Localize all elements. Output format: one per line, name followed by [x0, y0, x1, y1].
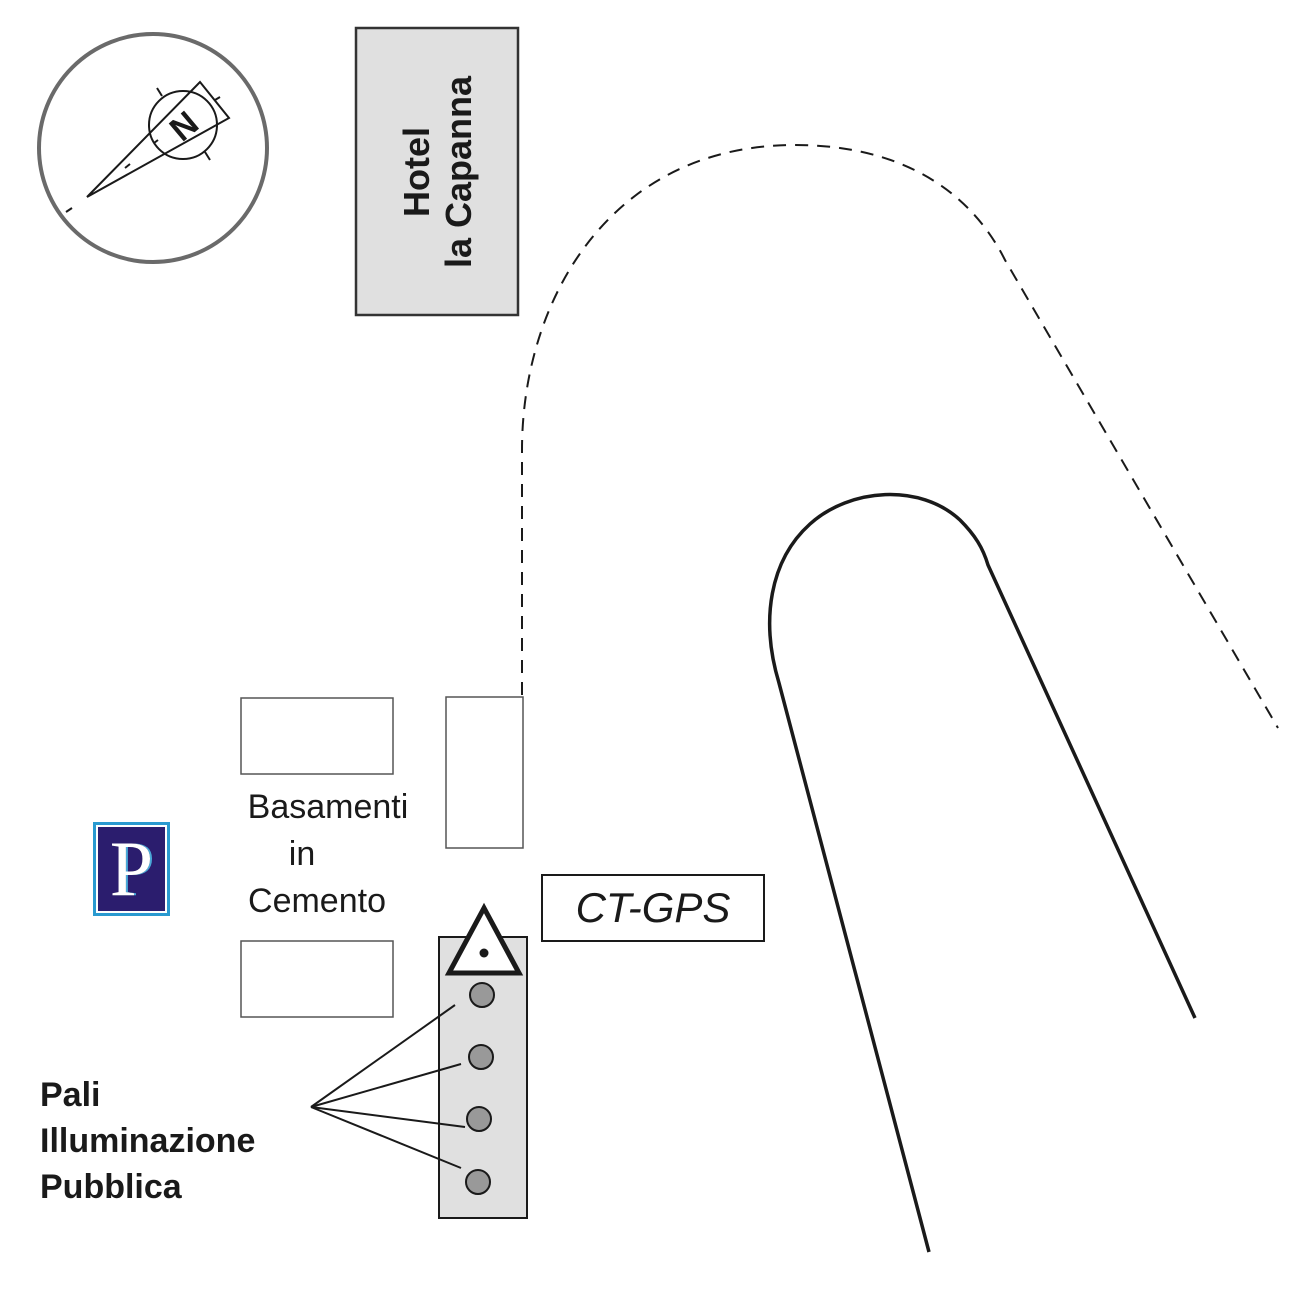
- light-pole: [468, 1044, 494, 1070]
- pole-leader-lines: [310, 1004, 466, 1169]
- concrete-bases-label: Basamenti in Cemento: [247, 788, 409, 920]
- compass-rose-icon: N: [37, 32, 269, 264]
- concrete-base: [240, 940, 394, 1018]
- parking-sign-icon: P: [93, 822, 170, 916]
- light-pole: [466, 1106, 492, 1132]
- road-edge-dashed: [521, 143, 1279, 729]
- station-label: CT-GPS: [541, 874, 765, 942]
- hotel-name-line1: Hotel: [395, 127, 437, 217]
- light-pole: [469, 982, 495, 1008]
- concrete-base: [240, 697, 394, 775]
- light-pole: [465, 1169, 491, 1195]
- hotel-name-line2: la Capanna: [437, 75, 479, 269]
- gps-station-triangle-icon: [444, 902, 524, 976]
- hotel-label: Hotel la Capanna: [358, 30, 517, 314]
- road-edge-solid: [768, 492, 1197, 1253]
- parking-letter: P: [98, 827, 165, 911]
- light-poles-label: Pali Illuminazione Pubblica: [40, 1076, 256, 1206]
- concrete-base: [445, 696, 524, 849]
- hotel-building: [354, 26, 520, 317]
